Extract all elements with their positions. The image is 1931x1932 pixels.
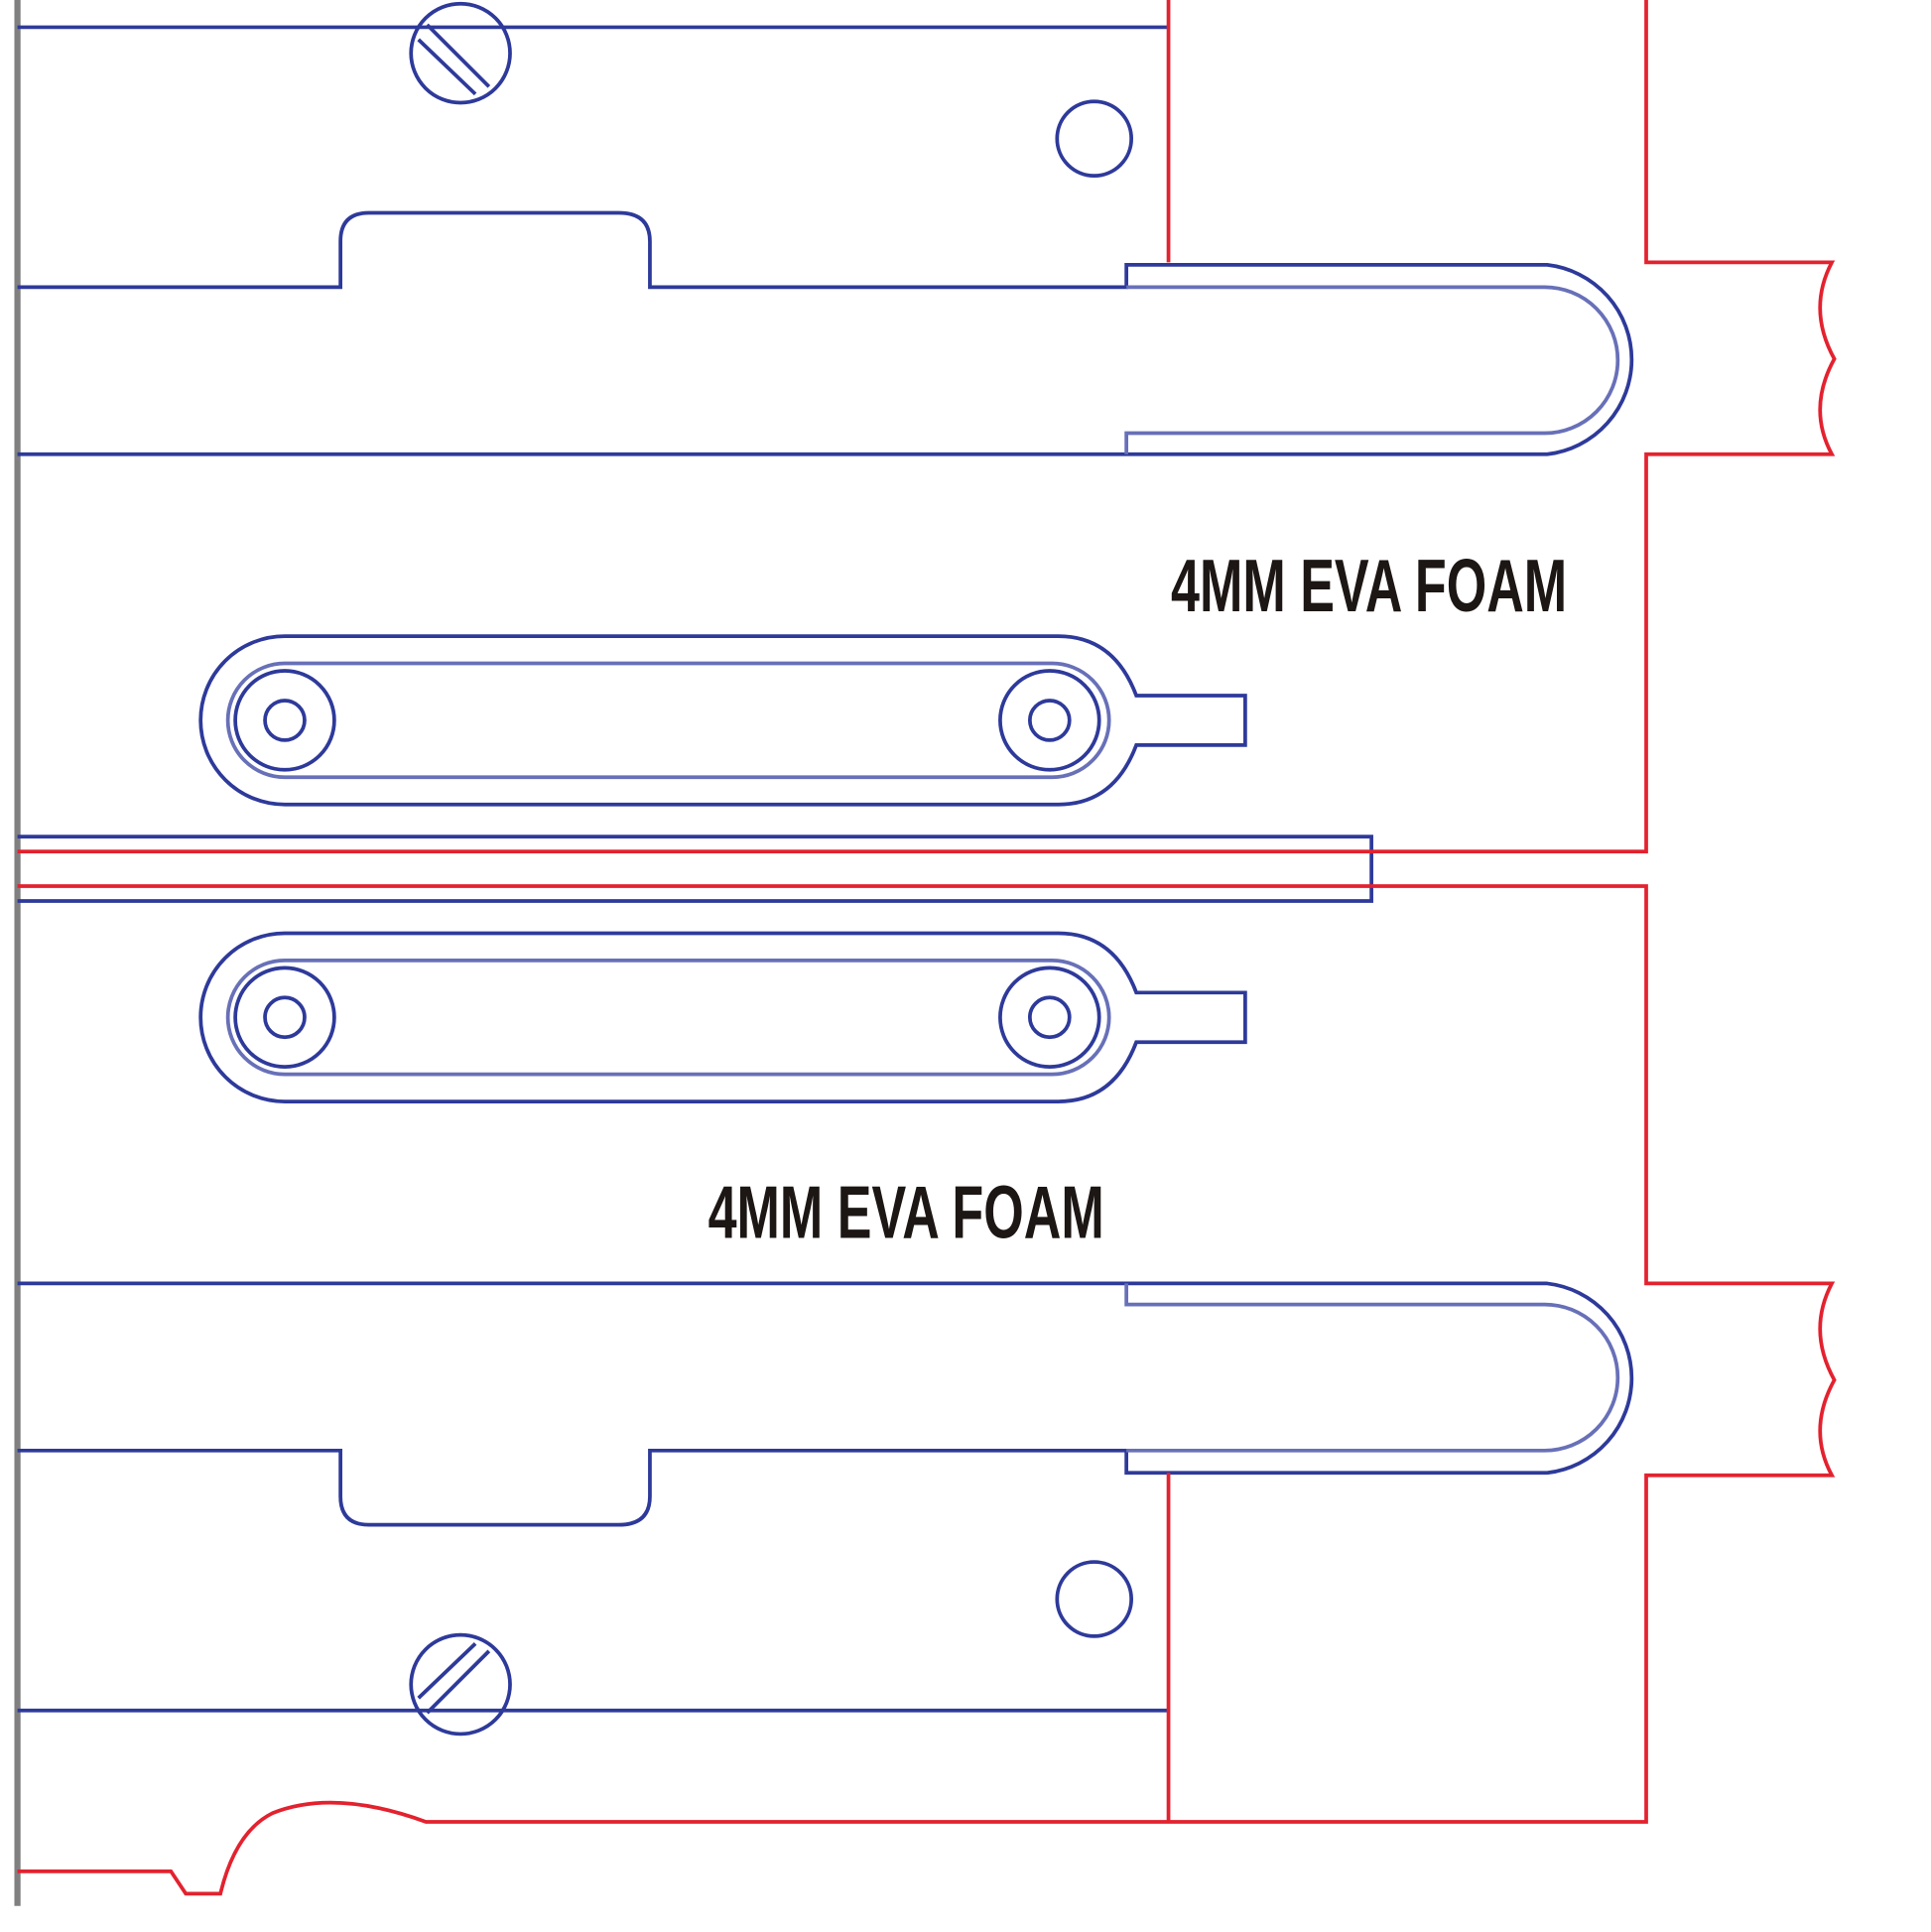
cut-lines <box>17 0 1837 1896</box>
upper-hinge-outline <box>17 210 1634 456</box>
lower-foam-label: 4MM EVA FOAM <box>708 1170 1104 1253</box>
slot-upper <box>198 634 1247 807</box>
screw-icon <box>409 1 512 105</box>
upper-foam-label: 4MM EVA FOAM <box>1171 544 1567 627</box>
screw-icon <box>409 1632 512 1737</box>
hole-circle <box>1055 99 1134 178</box>
hole-circle <box>1055 1560 1134 1638</box>
center-strip-outline <box>17 835 1373 903</box>
slot-lower <box>198 931 1247 1103</box>
upper-part <box>17 1 1634 456</box>
lower-part <box>17 1281 1634 1737</box>
upper-hinge-inner <box>1124 285 1620 454</box>
